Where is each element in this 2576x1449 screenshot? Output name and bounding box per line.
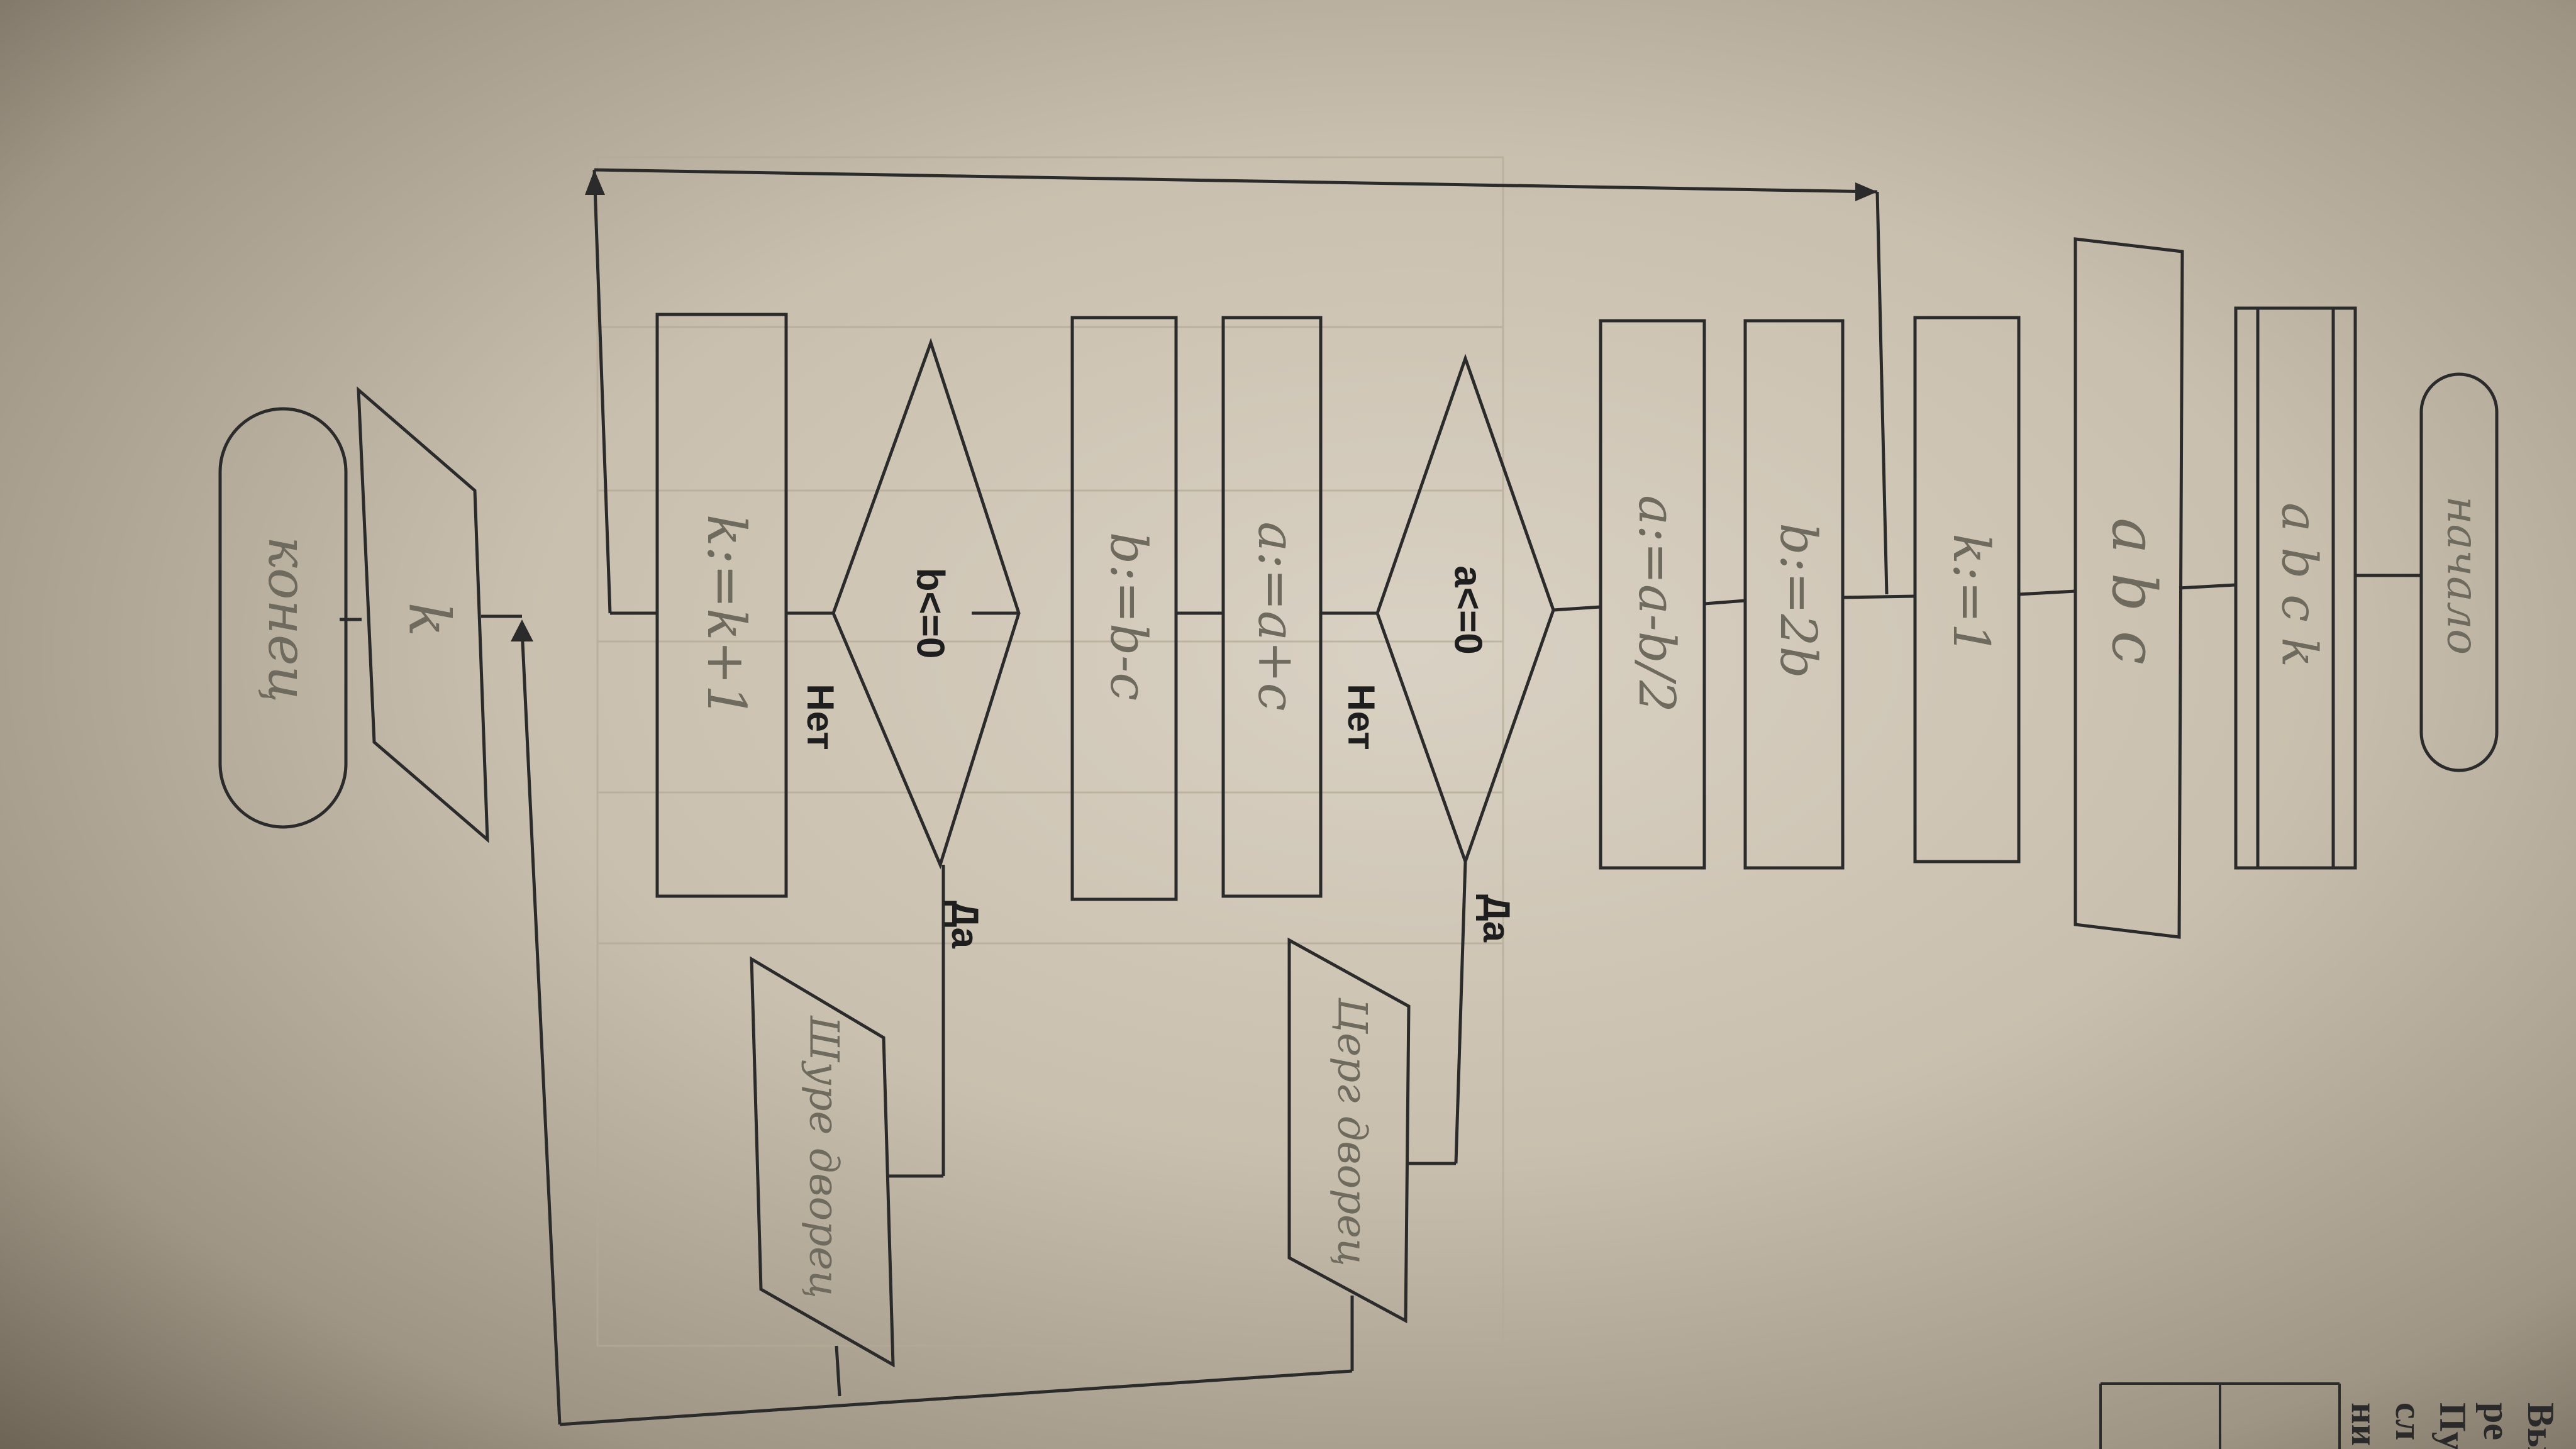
edge-text-2: Вы bbox=[2520, 1402, 2562, 1449]
input-block: a b c bbox=[2074, 237, 2184, 939]
update-a-label: a:=a+c bbox=[1247, 521, 1306, 711]
edge-text-1: ре bbox=[2476, 1402, 2518, 1440]
increment-k-block: k:=k+1 bbox=[655, 313, 788, 898]
declare-block: a b c k bbox=[2234, 306, 2357, 870]
page-edge-text: Пу ре Вы сл ни bbox=[2344, 1402, 2562, 1449]
edge-text-3: сл bbox=[2388, 1402, 2429, 1440]
update-b-label: b:=b-c bbox=[1099, 532, 1158, 701]
output-b-label: Шуре дворец bbox=[801, 1015, 847, 1298]
background-table-ghost bbox=[596, 156, 1504, 1347]
output-k-block: k bbox=[357, 386, 489, 843]
decision-b-yes: Да bbox=[944, 901, 986, 949]
declare-label: a b c k bbox=[2271, 502, 2328, 667]
assign-b-label: b:=2b bbox=[1769, 523, 1828, 678]
output-a-block: Церг дворец bbox=[1287, 937, 1411, 1324]
end-terminator: конец bbox=[218, 407, 348, 829]
assign-a-label: a:=a-b/2 bbox=[1628, 495, 1686, 712]
output-k-label: k bbox=[396, 602, 462, 637]
decision-a-no: Нет bbox=[1340, 684, 1382, 750]
input-label: a b c bbox=[2099, 518, 2169, 664]
decision-b-label: b<=0 bbox=[909, 568, 952, 659]
output-b-block: Шуре дворец bbox=[750, 956, 895, 1368]
end-label: конец bbox=[257, 536, 318, 702]
update-a-block: a:=a+c bbox=[1221, 316, 1323, 898]
edge-text-4: ни bbox=[2344, 1402, 2385, 1446]
decision-a: a<=0 Нет Да bbox=[1340, 353, 1555, 943]
connectors bbox=[340, 168, 2421, 1426]
init-k-label: k:=1 bbox=[1942, 533, 2001, 655]
decision-a-label: a<=0 bbox=[1446, 565, 1490, 654]
update-b-block: b:=b-c bbox=[1070, 316, 1178, 901]
output-a-label: Церг дворец bbox=[1329, 997, 1375, 1266]
start-label: начало bbox=[2438, 496, 2487, 655]
decision-b-no: Нет bbox=[799, 684, 841, 750]
init-k-block: k:=1 bbox=[1913, 316, 2021, 863]
decision-a-yes: Да bbox=[1475, 894, 1518, 943]
increment-k-label: k:=k+1 bbox=[696, 514, 757, 718]
decision-b: b<=0 Нет Да bbox=[799, 338, 1021, 949]
start-terminator: начало bbox=[2419, 372, 2499, 772]
edge-text-0: Пу bbox=[2432, 1402, 2473, 1449]
assign-a-block: a:=a-b/2 bbox=[1599, 319, 1706, 870]
assign-b-block: b:=2b bbox=[1743, 319, 1845, 870]
edge-table-fragment bbox=[2099, 1382, 2341, 1449]
